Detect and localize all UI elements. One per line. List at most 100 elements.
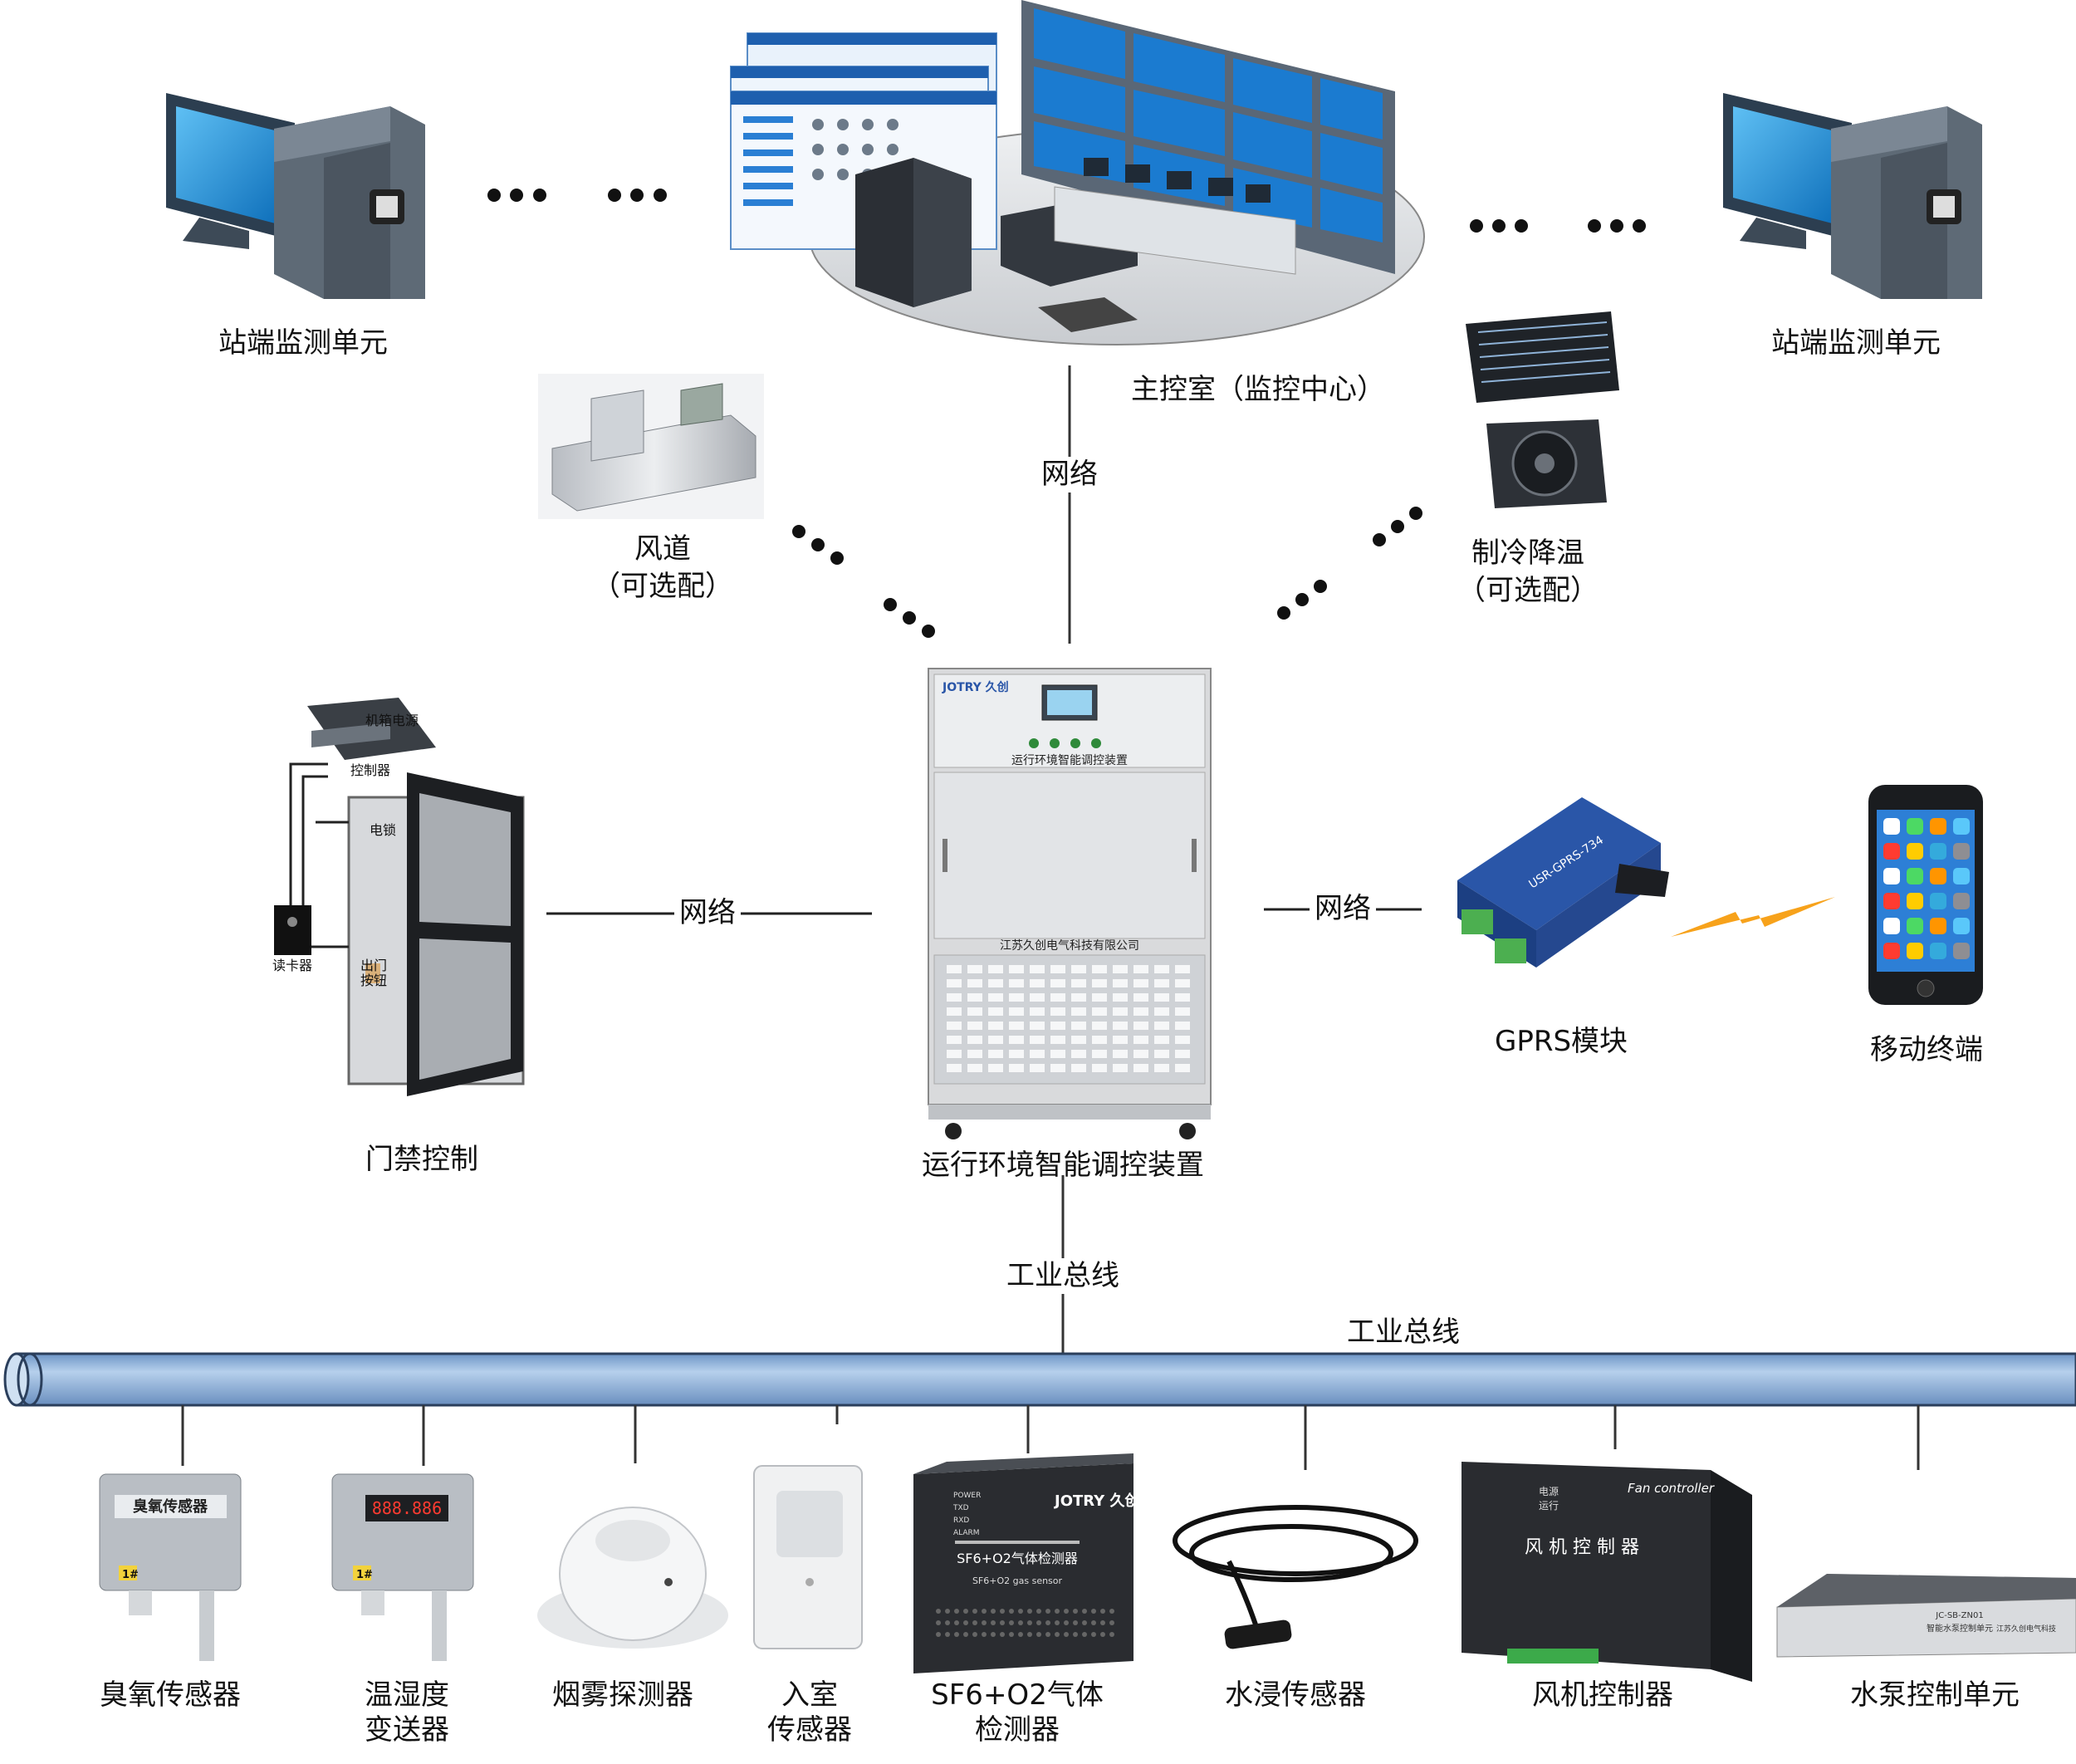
sf6-vent-dot — [1073, 1620, 1078, 1625]
cabinet-vent-slot — [1092, 1007, 1107, 1016]
door-exit-text-1: 出门 — [360, 958, 387, 973]
sf6-vent-dot — [1100, 1609, 1105, 1614]
sf6-detector-illustration — [913, 1453, 1133, 1673]
cabinet-vent-slot — [947, 1064, 962, 1072]
cabinet-vent-slot — [988, 1036, 1003, 1044]
cabinet-vent-slot — [1050, 1022, 1065, 1030]
sf6-vent-dot — [1036, 1609, 1041, 1614]
sensor-label-line2: 变送器 — [365, 1713, 449, 1747]
dots-top-left — [487, 189, 667, 202]
cabinet-vent-slot — [1113, 1064, 1128, 1072]
sf6-vent-dot — [982, 1632, 987, 1637]
sf6-vent-dot — [1109, 1632, 1114, 1637]
cabinet-vent-slot — [967, 1064, 982, 1072]
station-pc-left-icon — [166, 93, 425, 299]
svg-text:RXD: RXD — [953, 1517, 969, 1525]
sensor-label-line1: 温湿度 — [365, 1678, 449, 1712]
cabinet-vent-slot — [1050, 993, 1065, 1002]
cabinet-vent-slot — [1092, 979, 1107, 987]
sf6-vent-dot — [1082, 1620, 1087, 1625]
cabinet-vent-slot — [1113, 1036, 1128, 1044]
sf6-vent-dot — [1091, 1620, 1096, 1625]
sf6-vent-dot — [963, 1609, 968, 1614]
sf6-vent-dot — [982, 1620, 987, 1625]
sf6-vent-dot — [1109, 1620, 1114, 1625]
sf6-vent-dot — [972, 1609, 977, 1614]
cabinet-vent-slot — [1113, 965, 1128, 973]
sensor-label-line1: 水浸传感器 — [1225, 1678, 1366, 1712]
sf6-vent-dot — [936, 1620, 941, 1625]
cabinet-vent-slot — [1154, 979, 1169, 987]
water-leak-sensor-illustration — [1173, 1505, 1418, 1633]
sf6-vent-dot — [1073, 1632, 1078, 1637]
door-access-illustration — [274, 698, 525, 1096]
phone-app-icon — [1953, 818, 1970, 835]
phone-app-icon — [1930, 868, 1946, 884]
phone-app-icon — [1883, 943, 1900, 959]
cabinet-vent-slot — [1092, 965, 1107, 973]
sf6-vent-dot — [1073, 1609, 1078, 1614]
svg-text:TXD: TXD — [952, 1504, 969, 1512]
cabinet-vent-slot — [967, 993, 982, 1002]
cabinet-vent-slot — [1092, 1064, 1107, 1072]
sf6-vent-dot — [1009, 1632, 1014, 1637]
control-room-illustration — [730, 0, 1425, 345]
sf6-vent-dot — [1082, 1609, 1087, 1614]
sensor-label-line1: 风机控制器 — [1532, 1678, 1673, 1712]
sensor-label-line1: 烟雾探测器 — [552, 1678, 693, 1712]
cabinet-vent-slot — [988, 1007, 1003, 1016]
cabinet-vent-slot — [947, 965, 962, 973]
cabinet-vent-slot — [947, 979, 962, 987]
sf6-vent-dot — [1009, 1620, 1014, 1625]
sf6-vent-dot — [1100, 1632, 1105, 1637]
phone-app-icon — [1883, 893, 1900, 909]
sf6-vent-dot — [1082, 1632, 1087, 1637]
cabinet-vent-slot — [1071, 1022, 1086, 1030]
sensor-label: SF6+O2气体检测器 — [931, 1678, 1104, 1747]
cabinet-vent-slot — [1050, 1036, 1065, 1044]
sf6-vent-dot — [936, 1632, 941, 1637]
cabinet-brand-text: JOTRY 久创 — [942, 680, 1009, 694]
door-power-text: 机箱电源 — [365, 713, 419, 728]
label-mobile: 移动终端 — [1870, 1033, 1983, 1066]
phone-app-icon — [1930, 843, 1946, 860]
label-access-control: 门禁控制 — [365, 1143, 478, 1176]
cabinet-vent-slot — [1175, 1036, 1190, 1044]
sf6-vent-dot — [945, 1620, 950, 1625]
sf6-vent-dot — [1045, 1632, 1050, 1637]
sf6-vent-dot — [1100, 1620, 1105, 1625]
cabinet-vent-slot — [1030, 1050, 1045, 1058]
sf6-vent-dot — [1055, 1632, 1060, 1637]
svg-text:POWER: POWER — [953, 1492, 981, 1500]
sf6-vent-dot — [954, 1609, 959, 1614]
label-bus-vertical: 工业总线 — [1001, 1258, 1124, 1294]
cabinet-vent-slot — [1030, 993, 1045, 1002]
sf6-vent-dot — [1064, 1632, 1069, 1637]
cabinet-vent-slot — [1050, 1007, 1065, 1016]
phone-app-icon — [1953, 918, 1970, 934]
cabinet-vent-slot — [1071, 979, 1086, 987]
phone-app-icon — [1907, 843, 1923, 860]
sf6-vent-dot — [1109, 1609, 1114, 1614]
cabinet-vent-slot — [1009, 1022, 1024, 1030]
cabinet-vent-slot — [1071, 1007, 1086, 1016]
cabinet-vent-slot — [1092, 1022, 1107, 1030]
sf6-vent-dot — [1055, 1609, 1060, 1614]
cabinet-vent-slot — [967, 1050, 982, 1058]
sf6-vent-dot — [963, 1632, 968, 1637]
main-cabinet-device — [928, 668, 1212, 1139]
phone-app-icon — [1930, 918, 1946, 934]
cabinet-vent-slot — [1030, 1022, 1045, 1030]
cabinet-vent-slot — [1071, 965, 1086, 973]
cabinet-vent-slot — [1154, 993, 1169, 1002]
sensor-label-line2: 检测器 — [975, 1713, 1060, 1747]
sf6-vent-dot — [1064, 1620, 1069, 1625]
cabinet-vent-slot — [1030, 1064, 1045, 1072]
cabinet-vent-slot — [1009, 979, 1024, 987]
sf6-face-text: SF6+O2气体检测器 — [957, 1551, 1078, 1566]
phone-app-icon — [1930, 818, 1946, 835]
label-network-right: 网络 — [1310, 891, 1376, 927]
label-cooling-optional: （可选配） — [1457, 574, 1599, 607]
intrusion-sensor-illustration — [753, 1465, 863, 1649]
sf6-vent-dot — [1064, 1609, 1069, 1614]
